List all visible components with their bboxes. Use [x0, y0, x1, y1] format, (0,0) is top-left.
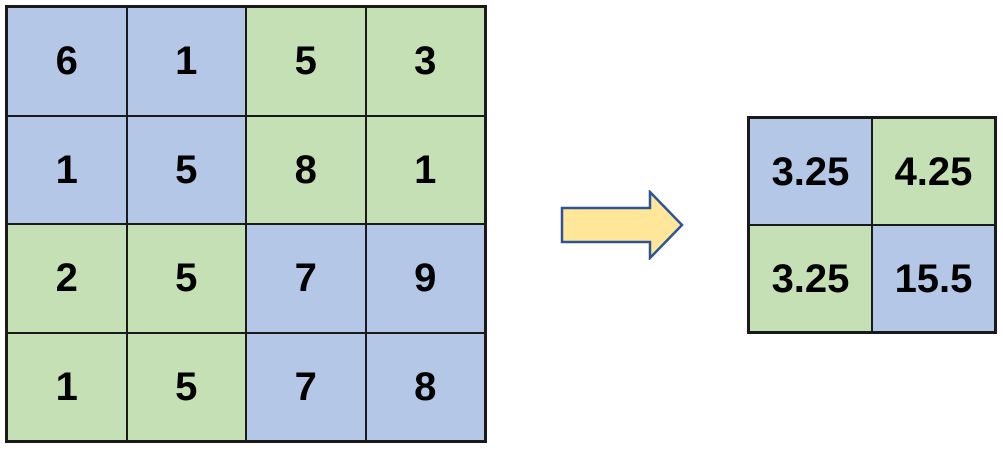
right-arrow-icon — [560, 188, 684, 262]
input-cell-r1c2: 8 — [247, 116, 365, 223]
output-cell-r1c1: 15.5 — [873, 226, 994, 331]
input-cell-r0c0: 6 — [8, 8, 126, 115]
output-cell-r0c0: 3.25 — [750, 119, 871, 224]
input-cell-r0c3: 3 — [366, 8, 484, 115]
input-cell-r3c0: 1 — [8, 333, 126, 440]
input-cell-r1c3: 1 — [366, 116, 484, 223]
input-cell-r2c3: 9 — [366, 225, 484, 332]
input-cell-r2c0: 2 — [8, 225, 126, 332]
input-cell-r0c2: 5 — [247, 8, 365, 115]
input-cell-r2c1: 5 — [127, 225, 245, 332]
output-cell-r0c1: 4.25 — [873, 119, 994, 224]
input-cell-r2c2: 7 — [247, 225, 365, 332]
input-cell-r1c0: 1 — [8, 116, 126, 223]
input-grid: 6 1 5 3 1 5 8 1 2 5 7 9 1 5 7 8 — [5, 5, 487, 443]
output-cell-r1c0: 3.25 — [750, 226, 871, 331]
input-cell-r1c1: 5 — [127, 116, 245, 223]
output-grid: 3.25 4.25 3.25 15.5 — [747, 116, 997, 334]
input-cell-r0c1: 1 — [127, 8, 245, 115]
input-cell-r3c2: 7 — [247, 333, 365, 440]
input-cell-r3c3: 8 — [366, 333, 484, 440]
input-cell-r3c1: 5 — [127, 333, 245, 440]
